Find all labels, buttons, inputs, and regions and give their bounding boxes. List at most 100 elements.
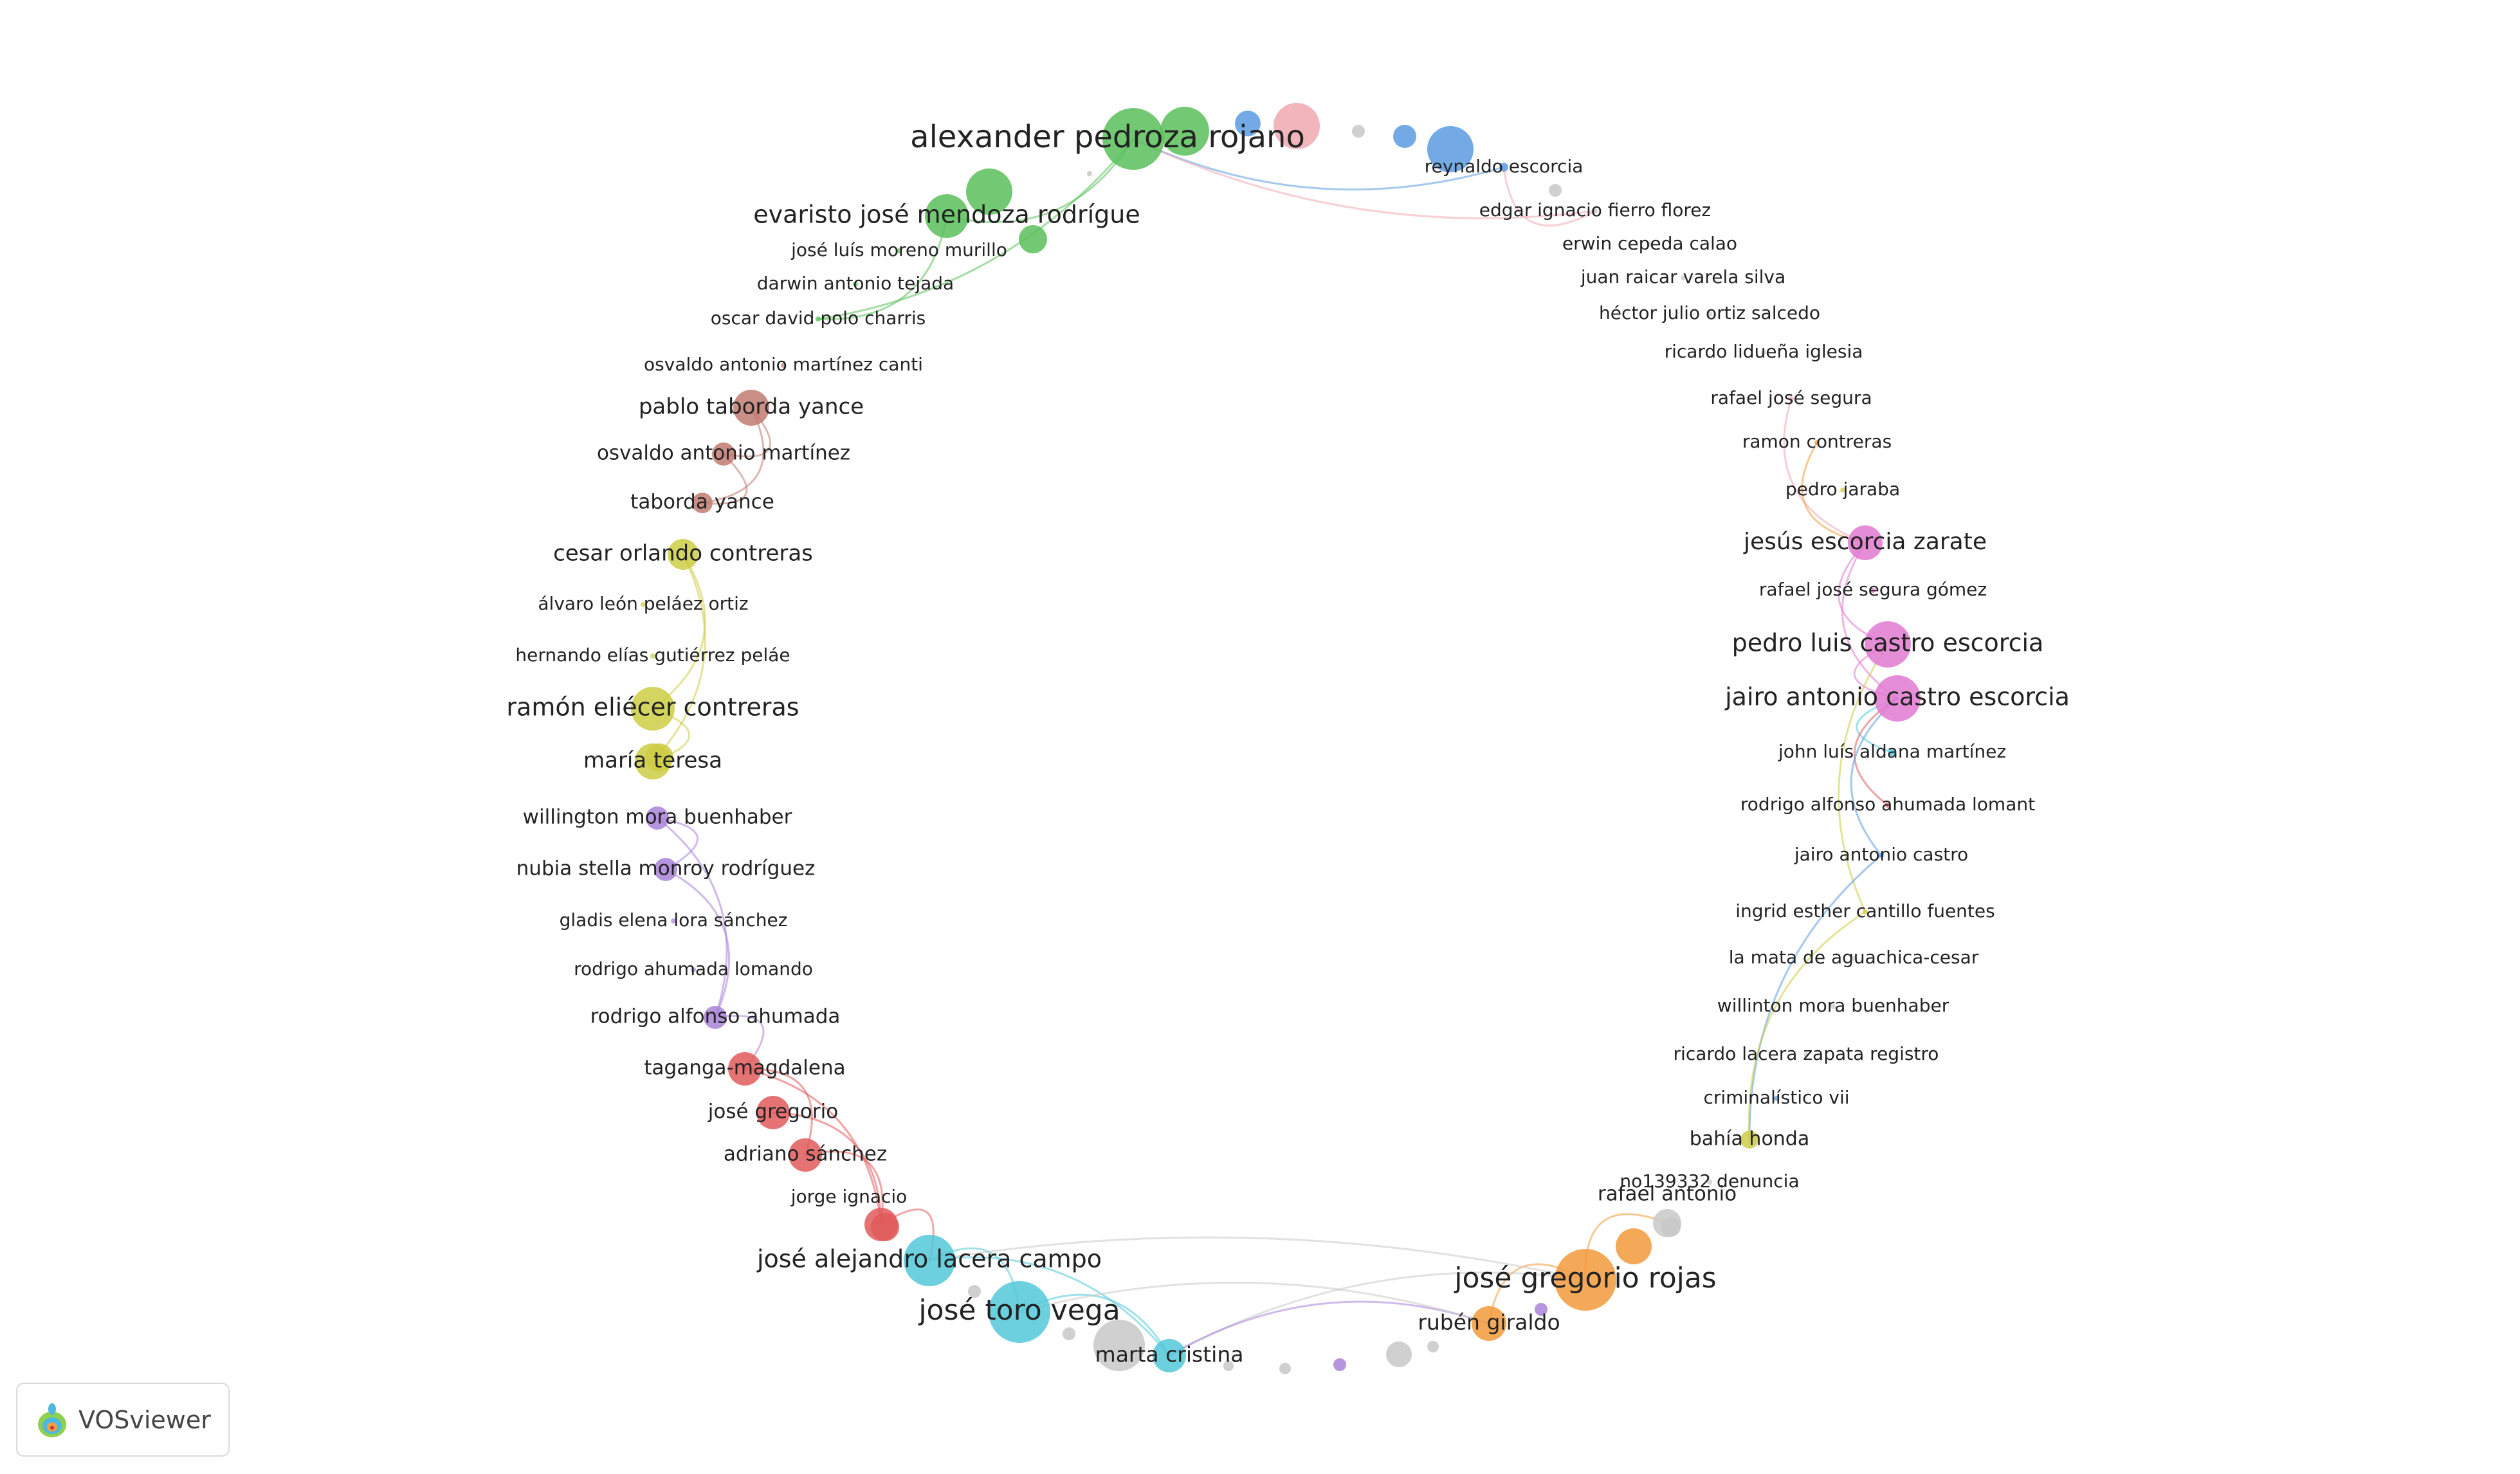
node-27-circle[interactable] [1707,1179,1712,1185]
node-39-label[interactable]: rodrigo ahumada lomando [574,958,813,979]
node-17-label[interactable]: jairo antonio castro escorcia [1724,683,2070,711]
cluster-bubble-0[interactable] [1160,107,1209,156]
node-8-circle[interactable] [1681,275,1686,280]
node-41-circle[interactable] [654,858,677,881]
cluster-bubble-1[interactable] [1019,225,1047,253]
node-24-circle[interactable] [1803,1052,1809,1057]
node-40-circle[interactable] [671,918,676,924]
node-37-circle[interactable] [728,1052,762,1086]
node-19-label[interactable]: rodrigo alfonso ahumada lomant [1740,794,2035,815]
node-18-circle[interactable] [1888,749,1896,756]
node-23-circle[interactable] [1831,1004,1836,1009]
cluster-bubble-10[interactable] [1093,1320,1145,1371]
node-47-label[interactable]: cesar orlando contreras [553,541,813,567]
node-32-circle[interactable] [989,1281,1050,1343]
node-12-label[interactable]: ramon contreras [1742,431,1892,452]
node-25-label[interactable]: criminalístico vii [1703,1087,1849,1108]
cluster-bubble-15[interactable] [1333,1358,1346,1371]
node-1-label[interactable]: evaristo josé mendoza rodrígue [753,201,1140,229]
cluster-bubble-6[interactable] [1427,126,1474,172]
node-15-circle[interactable] [1870,588,1876,593]
node-2-label[interactable]: josé luís moreno murillo [790,239,1007,260]
cluster-bubble-9[interactable] [1549,184,1562,197]
node-43-circle[interactable] [635,743,671,779]
cluster-bubble-14[interactable] [1279,1363,1291,1374]
node-35-label[interactable]: adriano sánchez [724,1143,887,1166]
node-51-circle[interactable] [781,363,786,368]
node-24-label[interactable]: ricardo lacera zapata registro [1674,1043,1939,1064]
node-26-label[interactable]: bahía honda [1690,1128,1810,1151]
node-25-circle[interactable] [1774,1096,1779,1101]
cluster-bubble-5[interactable] [1235,111,1261,136]
node-44-label[interactable]: ramón eliécer contreras [506,693,799,722]
cluster-bubble-16[interactable] [1386,1342,1412,1367]
node-29-circle[interactable] [1555,1249,1616,1311]
node-16-label[interactable]: pedro luis castro escorcia [1732,629,2044,657]
node-4-label[interactable]: oscar david polo charris [711,307,926,329]
node-38-label[interactable]: rodrigo alfonso ahumada [590,1005,841,1028]
node-29-label[interactable]: josé gregorio rojas [1454,1262,1716,1295]
node-14-circle[interactable] [1848,525,1883,560]
node-37-label[interactable]: taganga-magdalena [644,1057,845,1080]
node-34-circle[interactable] [864,1208,898,1241]
node-33-label[interactable]: josé alejandro lacera campo [756,1245,1102,1273]
cluster-bubble-3[interactable] [1087,171,1092,176]
node-11-label[interactable]: rafael josé segura [1710,387,1872,408]
node-10-label[interactable]: ricardo lidueña iglesia [1665,341,1863,362]
node-20-label[interactable]: jairo antonio castro [1794,844,1968,865]
node-3-circle[interactable] [853,282,858,287]
node-47-circle[interactable] [668,539,698,570]
cluster-bubble-7[interactable] [1393,125,1416,148]
node-33-circle[interactable] [904,1235,955,1286]
node-23-label[interactable]: willinton mora buenhaber [1717,995,1949,1016]
cluster-bubble-4[interactable] [1274,103,1320,149]
node-35-circle[interactable] [789,1138,822,1172]
node-20-circle[interactable] [1879,853,1884,858]
node-13-label[interactable]: pedro jaraba [1785,478,1900,500]
node-49-circle[interactable] [712,442,735,466]
node-6-label[interactable]: edgar ignacio fierro florez [1479,199,1711,221]
node-2-circle[interactable] [897,248,902,253]
node-40-label[interactable]: gladis elena lora sánchez [560,909,788,931]
vosviewer-logo-badge[interactable]: VOSviewer [16,1383,230,1457]
node-7-circle[interactable] [1647,242,1652,247]
node-22-label[interactable]: la mata de aguachica-cesar [1729,947,1979,968]
node-18-label[interactable]: john luís aldana martínez [1778,741,2006,762]
cluster-bubble-2[interactable] [966,168,1012,215]
node-43-label[interactable]: maría teresa [583,748,722,774]
node-16-circle[interactable] [1865,621,1911,668]
node-1-circle[interactable] [925,194,969,238]
node-4-circle[interactable] [816,316,821,322]
cluster-bubble-18[interactable] [1535,1303,1548,1316]
node-51-label[interactable]: osvaldo antonio martínez canti [644,354,923,375]
node-26-circle[interactable] [1740,1131,1758,1149]
node-19-circle[interactable] [1885,803,1890,808]
node-45-label[interactable]: hernando elías gutiérrez peláe [515,644,790,666]
node-48-label[interactable]: taborda yance [630,491,774,514]
node-44-circle[interactable] [631,687,675,731]
node-0-label[interactable]: alexander pedroza rojano [910,119,1305,155]
node-7-label[interactable]: erwin cepeda calao [1562,233,1737,254]
node-42-label[interactable]: willington mora buenhaber [523,806,792,829]
node-45-circle[interactable] [650,653,655,659]
node-5-circle[interactable] [1499,163,1508,172]
node-5-label[interactable]: reynaldo escorcia [1425,156,1584,177]
node-8-label[interactable]: juan raicar varela silva [1580,266,1785,287]
node-21-label[interactable]: ingrid esther cantillo fuentes [1735,900,1995,922]
node-14-label[interactable]: jesús escorcia zarate [1743,529,1987,555]
node-28-circle[interactable] [1653,1209,1681,1237]
node-27-label[interactable]: no139332 denuncia [1620,1170,1799,1192]
node-50-circle[interactable] [733,390,769,426]
node-12-circle[interactable] [1814,440,1820,445]
cluster-bubble-17[interactable] [1427,1341,1439,1352]
cluster-bubble-19[interactable] [1616,1228,1652,1264]
node-10-circle[interactable] [1761,350,1766,355]
node-32-label[interactable]: josé toro vega [918,1294,1120,1327]
cluster-bubble-13[interactable] [1223,1361,1234,1371]
node-22-circle[interactable] [1851,956,1856,961]
cluster-bubble-11[interactable] [968,1285,981,1298]
node-17-circle[interactable] [1874,675,1921,722]
node-0-circle[interactable] [1102,108,1164,170]
node-34-label[interactable]: jorge ignacio [790,1186,908,1207]
